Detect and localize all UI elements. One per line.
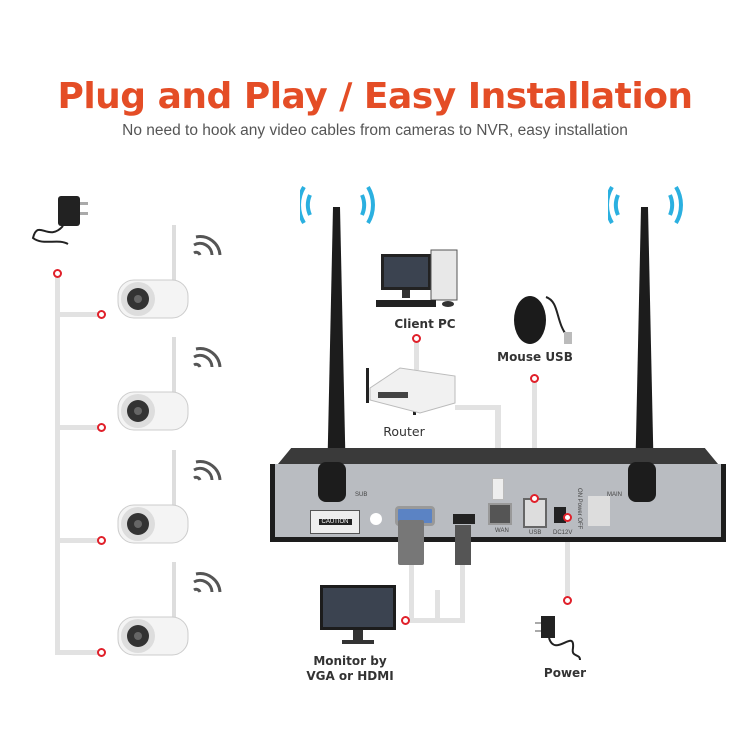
connector-dot — [530, 494, 539, 503]
bullet-camera-icon — [117, 450, 222, 544]
antenna-base — [318, 462, 346, 502]
camera-branch-1 — [55, 312, 100, 317]
camera-3 — [108, 450, 228, 570]
power-adapter-icon — [31, 196, 88, 245]
monitor-icon — [320, 585, 396, 644]
monitor-cable — [435, 590, 440, 620]
power-cable — [565, 520, 570, 600]
power-switch-label: ON Power OFF — [576, 488, 582, 530]
connector-dot — [53, 269, 62, 278]
antenna-right — [608, 185, 683, 485]
caution-label: CAUTION — [310, 510, 360, 534]
connector-dot — [401, 616, 410, 625]
client-pc-label: Client PC — [394, 317, 456, 331]
camera-branch-3 — [55, 538, 100, 543]
connector-dot — [97, 648, 106, 657]
page-title: Plug and Play / Easy Installation — [57, 76, 693, 117]
router-label: Router — [383, 424, 425, 439]
caution-text: CAUTION — [318, 519, 352, 525]
mouse-usb-label: Mouse USB — [497, 350, 573, 364]
power-label: Power — [543, 666, 587, 680]
power-switch[interactable] — [588, 496, 610, 526]
router-icon — [366, 367, 456, 415]
client-pc-icon — [376, 249, 458, 307]
hdmi-port[interactable] — [453, 514, 475, 524]
bullet-camera-icon — [117, 225, 222, 319]
bullet-camera-icon — [117, 337, 222, 431]
camera-power-cable — [55, 275, 60, 655]
monitor-label-line2: VGA or HDMI — [306, 669, 394, 683]
camera-4 — [108, 562, 228, 682]
vga-cable — [409, 560, 414, 620]
sub-port-label: SUB — [355, 492, 368, 498]
camera-branch-4 — [55, 650, 100, 655]
antenna-left — [300, 185, 375, 485]
mouse-icon — [514, 296, 572, 344]
bullet-camera-icon — [117, 562, 222, 656]
pc-router-cable — [414, 340, 419, 370]
wan-port-label: WAN — [495, 528, 509, 534]
connector-dot — [530, 374, 539, 383]
camera-branch-2 — [55, 425, 100, 430]
connector-dot — [97, 423, 106, 432]
connector-dot — [563, 513, 572, 522]
camera-1 — [108, 225, 228, 345]
connector-dot — [97, 536, 106, 545]
monitor-label-line1: Monitor by — [313, 654, 387, 668]
page-subtitle: No need to hook any video cables from ca… — [122, 122, 628, 139]
router-wan-cable — [455, 405, 500, 410]
mouse-usb-cable — [532, 382, 537, 502]
monitor-cable — [405, 618, 465, 623]
connector-dot — [412, 334, 421, 343]
ethernet-plug — [492, 478, 504, 500]
hdmi-cable — [460, 560, 465, 620]
connector-dot — [97, 310, 106, 319]
screw-hole — [370, 513, 382, 525]
dc-port-label: DC12V — [553, 530, 573, 536]
camera-2 — [108, 337, 228, 457]
hdmi-connector — [455, 525, 471, 565]
vga-connector — [398, 520, 424, 565]
nvr-device: SUB MAIN CAUTION WAN USB DC12V ON Power … — [270, 448, 726, 542]
wan-port[interactable] — [488, 503, 512, 525]
antenna-base — [628, 462, 656, 502]
main-port-label: MAIN — [607, 492, 622, 498]
power-adapter-icon — [535, 616, 581, 661]
usb-port-label: USB — [529, 530, 542, 536]
connector-dot — [563, 596, 572, 605]
